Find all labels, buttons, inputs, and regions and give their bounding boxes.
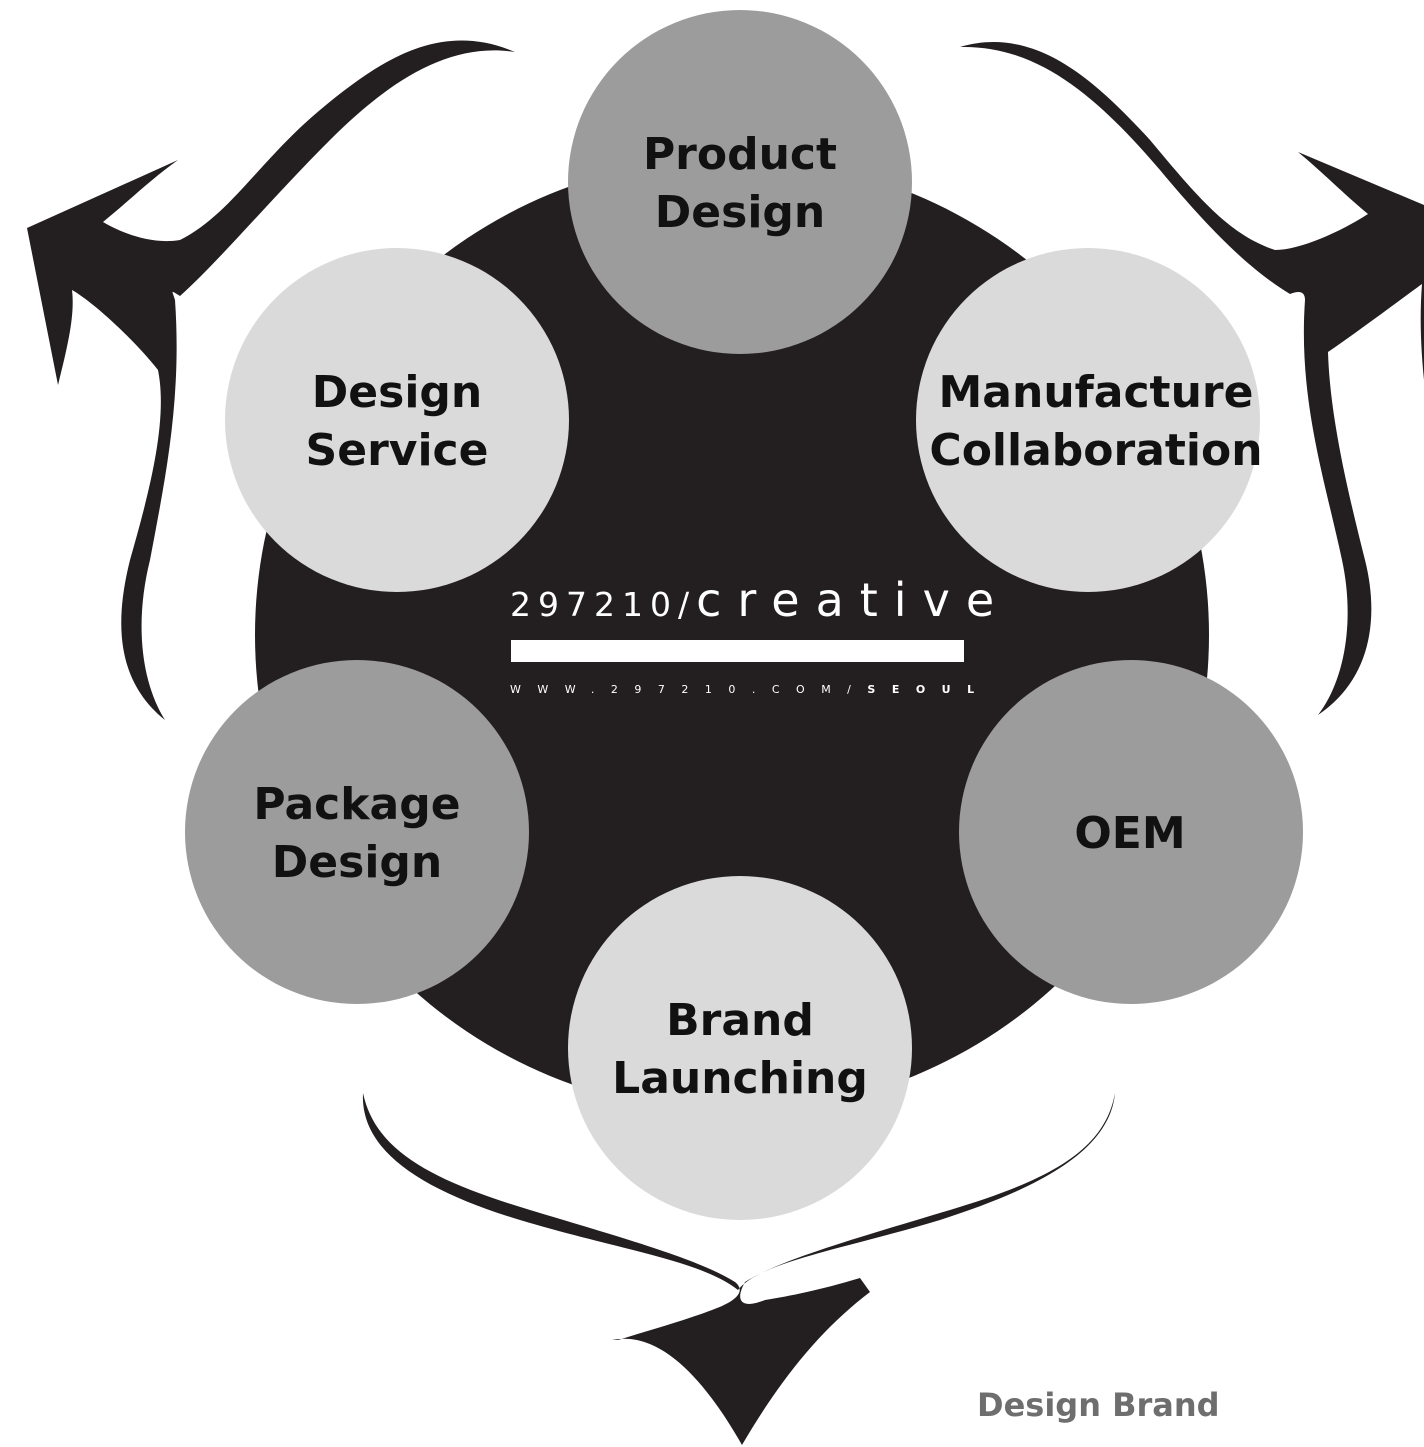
logo-url: WWW.297210.COM/SEOUL bbox=[510, 683, 991, 696]
node-circle bbox=[568, 876, 912, 1220]
logo: 297210/creative WWW.297210.COM/SEOUL bbox=[510, 573, 1010, 696]
node-label-line: Product bbox=[643, 129, 837, 180]
node-label-line: Design bbox=[312, 367, 482, 418]
logo-url-bold: SEOUL bbox=[867, 683, 990, 696]
node-circle bbox=[916, 248, 1260, 592]
node-label-line: Design bbox=[272, 837, 442, 888]
logo-text: 297210/creative bbox=[510, 573, 1010, 627]
node-circle bbox=[225, 248, 569, 592]
node-oem: OEM bbox=[959, 660, 1303, 1004]
node-circle bbox=[185, 660, 529, 1004]
node-label-line: Manufacture bbox=[939, 367, 1254, 418]
node-label-line: Brand bbox=[666, 995, 814, 1046]
arrow-left-icon bbox=[27, 40, 515, 720]
node-label-line: Package bbox=[253, 779, 460, 830]
arrows-group bbox=[27, 40, 1424, 1445]
node-label-line: OEM bbox=[1074, 808, 1185, 859]
node-label-line: Collaboration bbox=[929, 425, 1262, 476]
logo-number: 297210/ bbox=[510, 585, 696, 624]
node-circle bbox=[568, 10, 912, 354]
logo-bar bbox=[511, 640, 964, 662]
arrow-bottom-icon bbox=[362, 1093, 1115, 1445]
caption: Design Brand bbox=[977, 1386, 1220, 1424]
node-label-line: Design bbox=[655, 187, 825, 238]
logo-word: creative bbox=[696, 573, 1010, 627]
node-circle bbox=[959, 660, 1303, 1004]
node-label-line: Launching bbox=[612, 1053, 868, 1104]
node-label-line: Service bbox=[306, 425, 489, 476]
node-label: OEM bbox=[1074, 808, 1185, 859]
logo-url-plain: WWW.297210.COM/ bbox=[510, 683, 867, 696]
